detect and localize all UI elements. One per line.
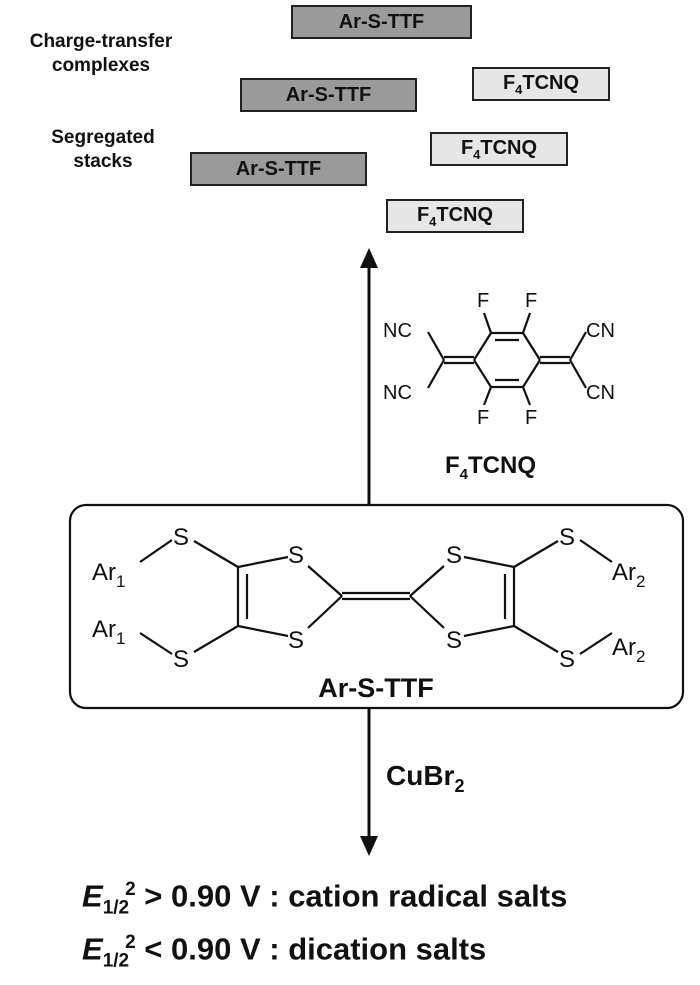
s-atom: S [446, 627, 462, 654]
f-atom: F [477, 407, 489, 429]
s-atom: S [173, 524, 189, 551]
nc-group: NC [383, 320, 412, 342]
nc-group: NC [383, 382, 412, 404]
s-atom: S [559, 646, 575, 673]
s-atom: S [559, 524, 575, 551]
arrow-up [360, 248, 378, 505]
s-atom: S [288, 542, 304, 569]
ar-s-ttf-frame [68, 503, 685, 710]
acceptor-box-1: F4TCNQ [472, 67, 610, 101]
f4tcnq-structure [427, 312, 587, 406]
ar-s-ttf-name: Ar-S-TTF [318, 673, 433, 703]
acceptor-box-3: F4TCNQ [386, 199, 524, 233]
ar-s-ttf-structure [139, 539, 613, 655]
acceptor-box-text: F4TCNQ [416, 203, 494, 229]
ar1-group: Ar1 [92, 616, 125, 648]
donor-box-2: Ar-S-TTF [240, 78, 417, 112]
f-atom: F [477, 290, 489, 312]
ar2-group: Ar2 [612, 634, 645, 666]
acceptor-box-2: F4TCNQ [430, 132, 568, 166]
cn-group: CN [586, 320, 615, 342]
acceptor-box-text: F4TCNQ [460, 136, 538, 162]
result-line-1: E1/22 > 0.90 V : cation radical salts [82, 878, 568, 919]
s-atom: S [173, 646, 189, 673]
f4tcnq-name: F4TCNQ [445, 452, 536, 483]
charge-transfer-label: Charge-transfer complexes [29, 31, 173, 76]
donor-box-1: Ar-S-TTF [291, 5, 472, 39]
cn-group: CN [586, 382, 615, 404]
f-atom: F [525, 407, 537, 429]
segregated-stacks-label: Segregated stacks [51, 127, 155, 172]
f-atom: F [525, 290, 537, 312]
donor-box-3: Ar-S-TTF [190, 152, 367, 186]
acceptor-box-text: F4TCNQ [502, 71, 580, 97]
reagent-cubr2: CuBr2 [386, 760, 464, 796]
ar2-group: Ar2 [612, 559, 645, 591]
f4tcnq-atoms: F F F F NC NC CN CN [383, 290, 615, 429]
s-atom: S [446, 542, 462, 569]
ar1-group: Ar1 [92, 559, 125, 591]
result-line-2: E1/22 < 0.90 V : dication salts [82, 931, 487, 972]
arrow-down [360, 708, 378, 856]
ar-s-ttf-atoms: S S S S S S S S Ar1 Ar1 Ar2 Ar2 [92, 524, 645, 673]
s-atom: S [288, 627, 304, 654]
